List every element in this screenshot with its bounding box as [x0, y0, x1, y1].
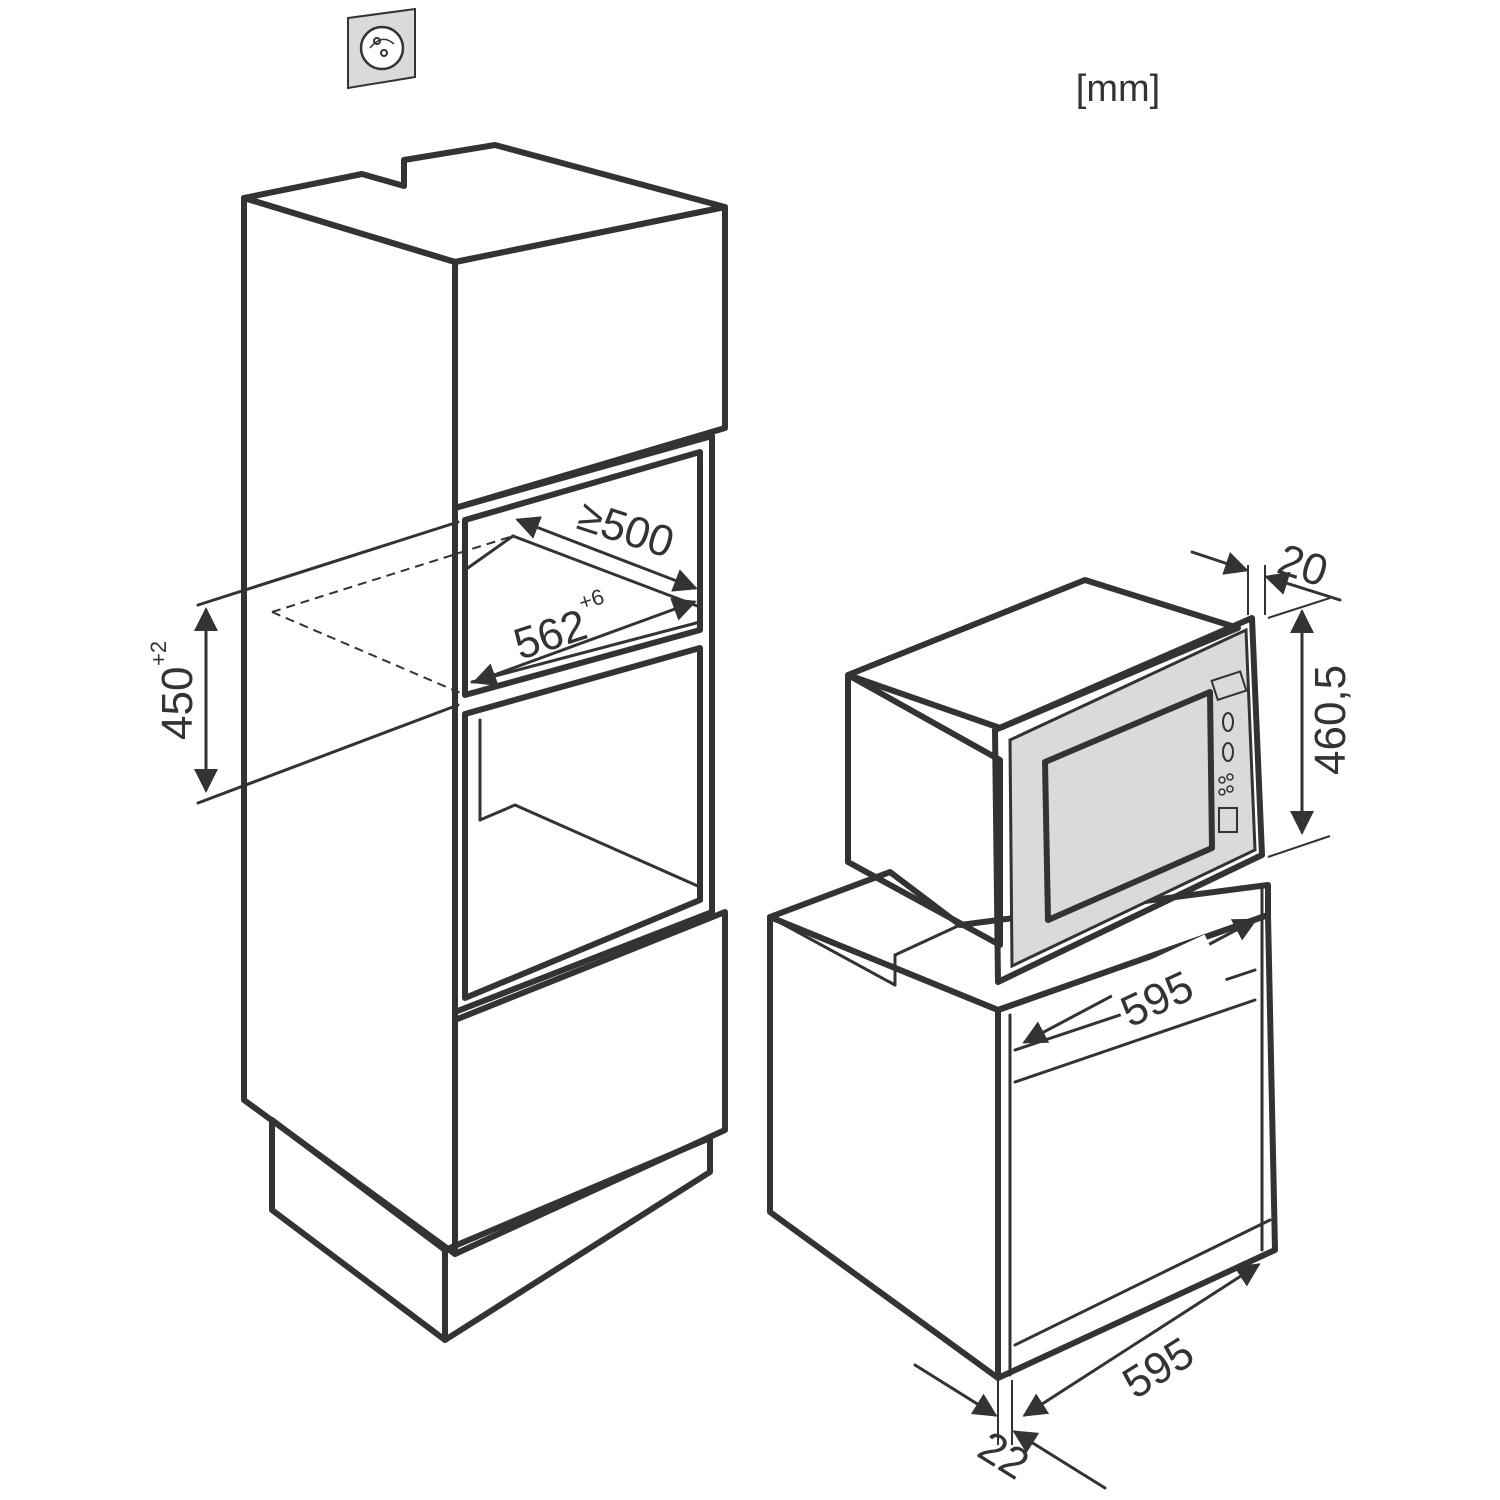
microwave-appliance	[845, 577, 1265, 985]
niche-height-dimension: 450 +2	[146, 607, 218, 793]
microwave-knob-icon	[1222, 742, 1234, 762]
front-depth-value: 20	[1272, 535, 1334, 597]
side-gap-dimension: 22	[913, 1363, 1107, 1490]
lower-niche-opening	[462, 645, 703, 1001]
microwave-display	[1210, 670, 1248, 702]
microwave-knob-icon	[1222, 712, 1234, 732]
microwave-control-panel	[1210, 670, 1248, 833]
microwave-housing-side	[845, 672, 1003, 948]
unit-label: [mm]	[1076, 68, 1160, 110]
microwave-window	[1042, 689, 1215, 923]
microwave-front-frame	[992, 615, 1265, 985]
power-socket-icon	[347, 7, 416, 90]
cabinet-side-panel	[241, 195, 458, 1257]
niche-floor-dashed	[271, 535, 514, 613]
cabinet-lower-door	[452, 909, 728, 1257]
side-gap-value: 22	[970, 1422, 1037, 1489]
cabinet-upper-door	[452, 204, 728, 511]
cabinet-width-dimension: 595	[1022, 1263, 1261, 1417]
niche-depth-dimension: ≥500	[515, 491, 698, 592]
niche-depth-value: ≥500	[572, 491, 680, 568]
appliance-height-dimension: 460,5	[1267, 597, 1355, 858]
cabinet-width-value: 595	[1114, 1328, 1202, 1408]
base-cabinet-side	[767, 914, 1001, 1381]
cabinet-niche-frame	[452, 433, 715, 1015]
niche-height-value: 450	[153, 667, 202, 740]
niche-width-value: 562	[508, 600, 593, 669]
cabinet-top	[241, 142, 728, 265]
front-depth-dimension: 20	[1190, 535, 1342, 615]
microwave-housing-top	[845, 577, 1241, 731]
appliance-height-value: 460,5	[1306, 665, 1355, 775]
microwave-button	[1218, 807, 1238, 833]
tall-cabinet	[196, 142, 728, 1343]
niche-height-tolerance: +2	[146, 641, 171, 666]
